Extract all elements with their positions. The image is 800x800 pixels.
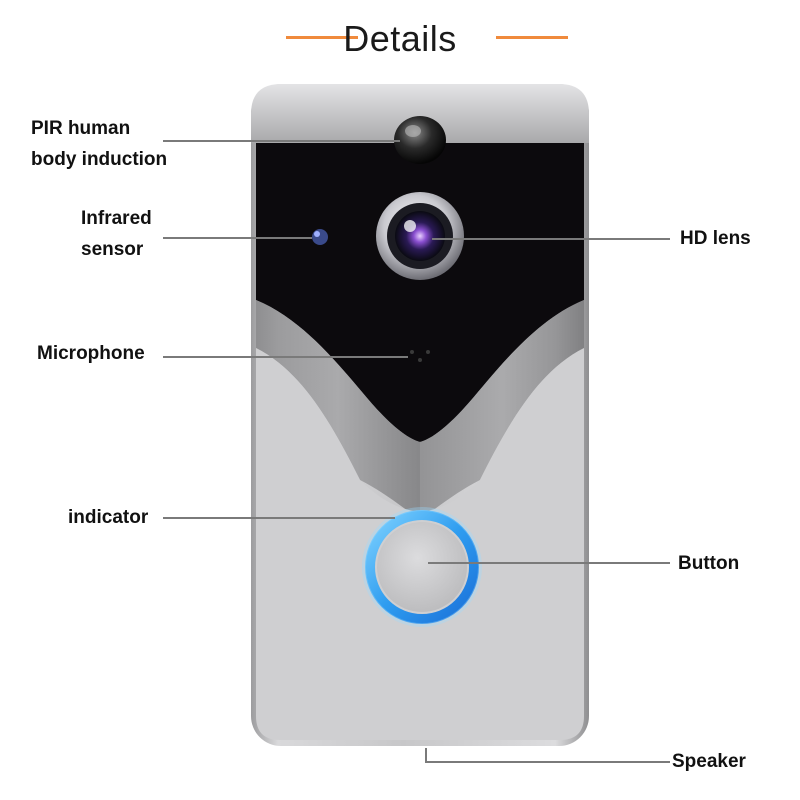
pir-sensor-highlight [405, 125, 421, 137]
label-indicator: indicator [68, 507, 149, 528]
label-speaker: Speaker [672, 751, 746, 772]
indicator-ring-glow [362, 507, 482, 627]
hd-lens-glass [395, 211, 445, 261]
hd-lens-glint [404, 220, 416, 232]
label-pir-line-1: PIR human [31, 118, 131, 139]
pir-sensor [394, 116, 446, 164]
label-infrared-line-2: sensor [81, 239, 144, 260]
label-infrared-sensor: Infrared sensor [81, 203, 152, 265]
wing-panel-right [420, 300, 584, 520]
microphone-hole [410, 350, 414, 354]
microphone-hole [426, 350, 430, 354]
label-pir-line-2: body induction [31, 149, 168, 170]
label-microphone: Microphone [37, 343, 145, 364]
top-cap [251, 84, 589, 143]
black-face-panel [256, 143, 584, 442]
title-rule-right [496, 36, 568, 39]
leader-line-speaker [425, 748, 670, 763]
label-pir-sensor: PIR human body induction [31, 113, 167, 175]
label-infrared-line-1: Infrared [81, 208, 152, 229]
label-hd-lens: HD lens [680, 228, 751, 249]
page-title: Details [343, 18, 457, 59]
wing-panel-left [256, 300, 420, 520]
title-rule-left [286, 36, 358, 39]
infrared-sensor [312, 229, 328, 245]
infrared-sensor-glint [314, 231, 320, 237]
microphone-hole [418, 358, 422, 362]
label-button: Button [678, 553, 740, 574]
indicator-ring [365, 510, 479, 624]
doorbell-button [377, 522, 467, 612]
